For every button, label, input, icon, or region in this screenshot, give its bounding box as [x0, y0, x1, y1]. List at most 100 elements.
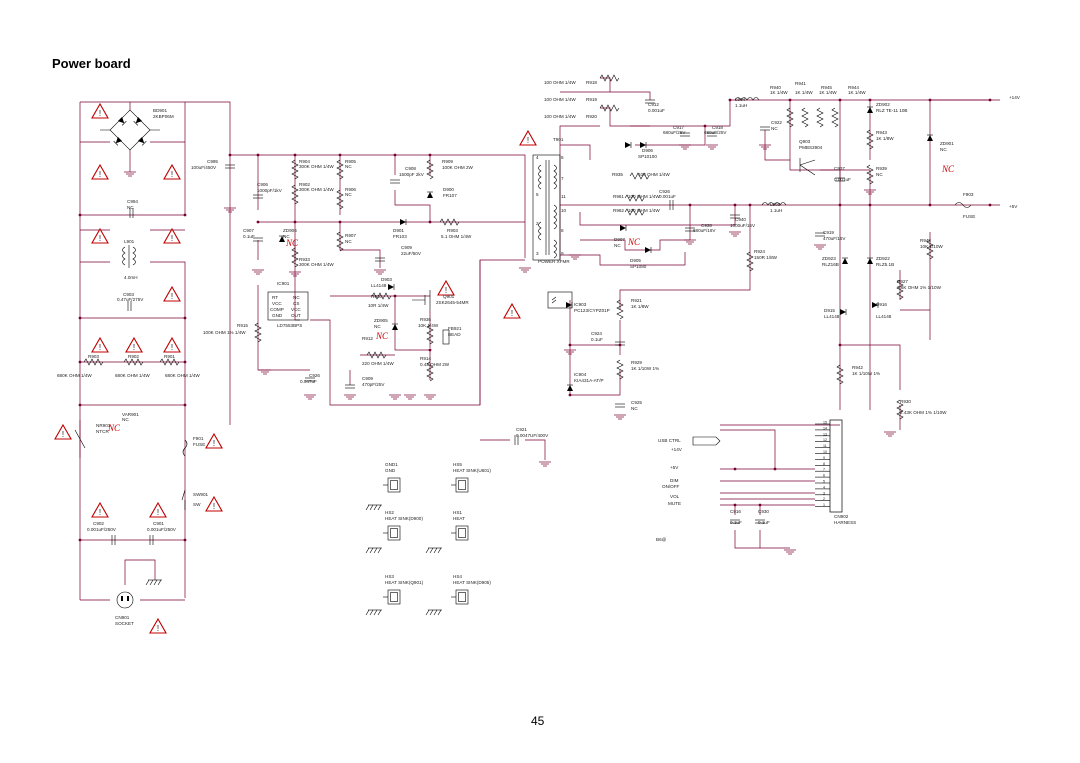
component-label: GND1	[385, 462, 398, 467]
component-label: T901	[553, 137, 564, 142]
page-number: 45	[531, 714, 545, 728]
svg-text:10: 10	[823, 450, 827, 454]
component-label: 680uF/25V	[704, 130, 727, 135]
component-label: 680K OHM 1/4W	[165, 373, 200, 378]
component-label: C916	[730, 509, 741, 514]
component-label: 150R 1/8W	[754, 255, 778, 260]
component-label: C903	[123, 292, 134, 297]
svg-text:5: 5	[823, 480, 825, 484]
component-label: C906	[257, 182, 268, 187]
component-label: BD901	[153, 108, 167, 113]
component-label: R939	[876, 166, 887, 171]
component-label: Q901	[443, 294, 455, 299]
resistors	[83, 74, 934, 420]
component-label: R933	[299, 257, 310, 262]
component-label: HS3	[385, 574, 394, 579]
component-label: R904	[299, 159, 310, 164]
component-label: RT	[272, 295, 278, 300]
component-label: C908	[405, 166, 416, 171]
component-label: COMP	[270, 307, 284, 312]
component-label: NC	[876, 172, 883, 177]
component-label: D905	[630, 258, 641, 263]
component-label: HEAT	[453, 516, 465, 521]
component-label: NC	[345, 239, 352, 244]
component-label: FUSE	[963, 214, 975, 219]
component-label: R943	[876, 130, 887, 135]
component-label: R902	[299, 182, 310, 187]
component-label: C938	[701, 223, 712, 228]
component-label: 4.0mH	[124, 275, 138, 280]
component-label: R914	[420, 356, 431, 361]
component-label: NC	[374, 324, 381, 329]
component-label: 0.047uF	[300, 379, 317, 384]
component-label: Q903	[799, 139, 811, 144]
component-label: 1K 1/4W	[848, 90, 866, 95]
svg-text:8: 8	[561, 228, 564, 233]
component-label: 0.001uF	[648, 108, 665, 113]
component-label: 100uF/450V	[191, 165, 217, 170]
component-label: +14V	[1009, 95, 1021, 100]
component-label: R915	[237, 323, 248, 328]
component-label: F901	[193, 436, 204, 441]
component-label: HS5	[453, 462, 462, 467]
component-label: ZD922	[876, 256, 890, 261]
component-label: C926	[309, 373, 320, 378]
component-label: +5V	[670, 465, 679, 470]
component-label: 0.001uF	[659, 194, 676, 199]
svg-text:8: 8	[823, 462, 825, 466]
junctions	[78, 98, 992, 542]
component-label: ZD905	[374, 318, 388, 323]
component-label: KIA431A-AT/P	[574, 378, 604, 383]
component-label: C907	[243, 228, 254, 233]
component-label: 680K OHM 1/4W	[115, 373, 150, 378]
component-label: NC	[122, 417, 129, 422]
component-label: LD7553BPS	[277, 323, 302, 328]
component-label: 1K 1/8W	[876, 136, 894, 141]
component-label: POWER XFMR	[538, 259, 570, 264]
component-label: R935	[612, 172, 623, 177]
component-label: R940	[770, 85, 781, 90]
component-label: 100K OHM 1% 1/4W	[203, 330, 246, 335]
diodes	[278, 106, 934, 392]
component-label: CN901	[115, 615, 130, 620]
component-label: NC	[614, 243, 621, 248]
component-label: 0.43 OHM 2W	[420, 362, 450, 367]
component-label: C995	[207, 159, 218, 164]
component-label: 0.001uF/250V	[87, 527, 117, 532]
component-label: OUT	[291, 313, 301, 318]
component-label: +14V	[671, 447, 683, 452]
component-label: D916	[876, 302, 887, 307]
component-label: VCC	[272, 301, 282, 306]
component-label: 100 OHM 1/4W	[638, 172, 670, 177]
component-label: NC	[631, 406, 638, 411]
component-label: 1500pF 2kV	[399, 172, 425, 177]
component-label: CN902	[834, 514, 849, 519]
svg-text:15: 15	[823, 421, 827, 425]
component-label: R902	[128, 354, 139, 359]
component-label: FB921	[448, 326, 462, 331]
component-label: C937	[834, 166, 845, 171]
component-label: 22uF/50V	[401, 251, 422, 256]
nc-mark: NC	[285, 238, 299, 248]
component-label: SW	[193, 502, 201, 507]
component-label: 0.1uF	[243, 234, 255, 239]
svg-text:2: 2	[823, 497, 825, 501]
component-label: 470pF/25V	[362, 382, 385, 387]
component-label: LL4148	[824, 314, 840, 319]
component-label: 1000uF/16V	[730, 223, 756, 228]
nc-mark: NC	[107, 423, 121, 433]
component-label: GND	[272, 313, 283, 318]
component-label: SW901	[193, 492, 209, 497]
semiconductors	[267, 158, 816, 321]
component-label: C902	[93, 521, 104, 526]
component-label: 300K OHM 1/4W	[299, 262, 334, 267]
component-label: NR901	[96, 423, 111, 428]
component-label: 0.0047UF/400V	[516, 433, 549, 438]
component-label: R944	[848, 85, 859, 90]
component-label: VOL	[670, 494, 680, 499]
component-label: 1K 1/10W 1%	[852, 371, 880, 376]
component-label: 100 OHM 1/4W	[544, 114, 576, 119]
component-label: R941	[795, 81, 806, 86]
